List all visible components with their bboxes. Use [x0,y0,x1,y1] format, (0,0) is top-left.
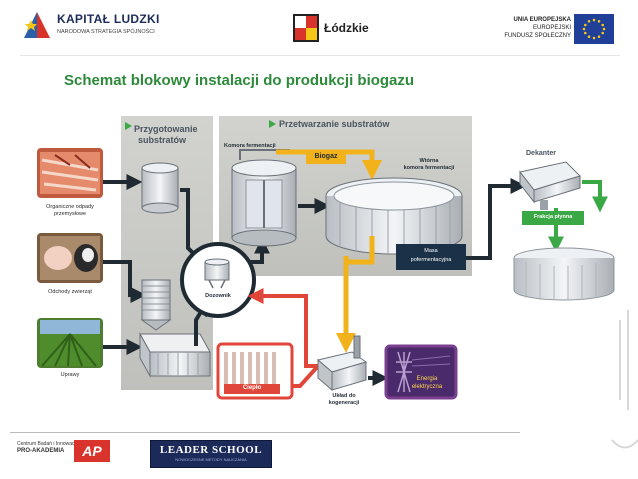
cieplo-box [216,342,294,400]
arrow-biogaz-side [346,236,375,265]
lodzkie-logo-icon [293,14,319,42]
eu-line2: EUROPEJSKI [532,25,571,31]
ap-logo-icon: AP [74,440,110,462]
arrow-masa-to-dekanter [466,178,527,260]
decor-lines [611,310,638,449]
arrow-cows-to-prep [103,260,147,303]
komora-tank [231,149,297,247]
page-title: Schemat blokowy instalacji do produkcji … [64,72,415,89]
lodzkie-text: Łódzkie [324,21,369,35]
wtorna-label-line1: Wtórna [419,158,439,164]
source-1-label-line1: Organiczne odpady [46,204,94,210]
source-cows-image [37,233,103,283]
source-1-label-line2: przemysłowe [53,211,87,217]
source-fish-image [37,148,103,198]
footer-left-line2: PRO-AKADEMIA [17,448,65,454]
biogaz-label-box [306,151,346,164]
leader-school-logo: LEADER SCHOOL NOWOCZESNE METODY NAUCZANI… [150,440,272,468]
wtorna-tank [325,177,463,255]
arrow-dekanter-solid [582,180,608,213]
leader-school-title: LEADER SCHOOL [159,444,263,456]
biogaz-label: Biogaz [314,153,338,160]
dozownik-label: Dozownik [205,293,231,299]
prep-title-line1: Przygotowanie [134,124,198,134]
uklad-kogeneracji-machine [316,335,368,392]
masa-label-line1: Masa [424,248,438,254]
source-3-label: Uprawy [60,372,80,378]
komora-label: Komora fermentacji [224,143,276,149]
masa-label-line2: pofermentacyjna [410,257,452,263]
eu-line1: UNIA EUROPEJSKA [513,17,571,23]
prep-title-line2: substratów [138,135,187,145]
header: KAPITAŁ LUDZKI NARODOWA STRATEGIA SPÓJNO… [0,0,638,62]
proc-header-arrow-icon [269,120,276,128]
uklad-label-line2: kogeneracji [328,400,360,406]
prep-header-arrow-icon [125,122,132,130]
dekanter-label: Dekanter [526,150,556,157]
energia-label-line2: elektryczna [411,384,443,390]
kapital-ludzki-logo-icon [24,12,50,38]
header-divider [20,55,620,56]
kapital-ludzki-title: KAPITAŁ LUDZKI [57,12,160,26]
cieplo-label: Ciepło [242,385,262,391]
frakcja-label-box [522,211,584,225]
prep-container [139,332,211,378]
proc-title: Przetwarzanie substratów [279,119,390,129]
prep-tank [141,162,179,214]
eu-line3: FUNDUSZ SPOŁECZNY [504,33,571,39]
frakcja-label: Frakcja płynna [533,214,573,220]
source-2-label: Odchody zwierząt [48,289,92,295]
footer-divider [10,432,520,433]
wtorna-label-line2: komora fermentacji [403,165,455,171]
source-crops-image [37,318,103,368]
arrow-uklad-to-cieplo-2 [292,364,320,388]
eu-flag-icon [574,14,614,44]
dekanter-machine [519,161,581,210]
leader-school-subtitle: NOWOCZESNE METODY NAUCZANIA [175,457,247,462]
masa-label-box [396,244,466,270]
kapital-ludzki-subtitle: NARODOWA STRATEGIA SPÓJNOŚCI [57,29,155,35]
arrow-dozownik-to-komora [250,237,270,264]
storage-tank [513,247,615,301]
dozownik-icon [204,258,230,289]
prep-silo [140,279,172,331]
energia-label-line1: Energia [416,376,438,382]
footer-left-line1: Centrum Badań i Innowacji [17,441,77,447]
energia-box [384,344,458,400]
uklad-label-line1: Układ do [332,393,356,399]
